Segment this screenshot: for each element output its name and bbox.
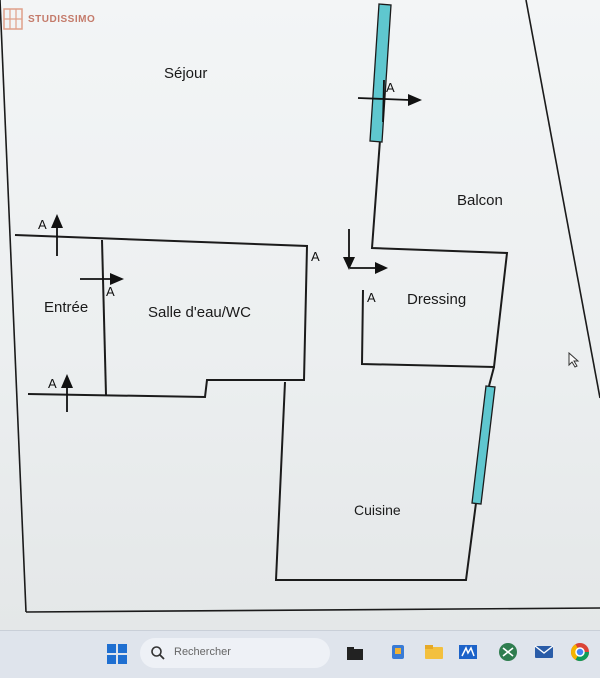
wall-entree-salle [14,234,309,399]
studissimo-logo: STUDISSIMO [3,8,95,30]
taskbar: Rechercher [0,630,600,678]
wall-entree-divider [101,239,107,396]
room-label-salle: Salle d'eau/WC [148,304,251,321]
room-label-cuisine: Cuisine [354,502,401,518]
arrow-entree-salle [80,273,124,285]
search-placeholder: Rechercher [174,646,231,658]
marker-a-salle-corner: A [311,249,320,264]
room-label-balcon: Balcon [457,192,503,209]
folder-icon[interactable] [424,643,444,661]
arrow-dressing [343,229,388,274]
outer-wall-right [525,0,600,399]
brand-name: STUDISSIMO [28,13,96,25]
taskbar-search[interactable]: Rechercher [140,638,330,668]
room-label-dressing: Dressing [407,291,467,308]
room-label-sejour: Séjour [164,65,208,82]
chrome-icon[interactable] [570,642,590,662]
arrow-entree-top [51,214,63,256]
marker-a-entree-bottom: A [48,376,57,391]
arrow-entree-bottom [61,374,73,412]
search-icon [151,646,165,660]
window-cuisine [471,385,496,505]
marker-a-entree-salle: A [106,284,115,299]
marker-a-top-window: A [386,80,395,95]
wall-sejour-dressing [360,139,509,369]
window-top [369,3,392,143]
file-explorer-icon[interactable] [346,645,364,661]
wall-cuisine [274,381,477,581]
mouse-cursor-icon [568,352,580,368]
mail-app-icon[interactable] [458,643,478,661]
outer-wall-left [0,0,27,613]
wall-cuisine-right-upper [488,366,495,387]
floor-plan [0,0,600,613]
email-icon[interactable] [534,643,554,661]
windows-start-icon[interactable] [106,643,128,665]
room-label-entree: Entrée [44,299,89,316]
screen-display: STUDISSIMO Séjour Balcon Entrée Salle d'… [0,0,600,630]
outer-wall-bottom [25,607,600,613]
xbox-icon[interactable] [498,642,518,662]
store-icon[interactable] [390,642,406,662]
logo-icon [3,8,23,30]
marker-a-entree-top: A [38,217,47,232]
arrow-top-window [357,79,422,123]
marker-a-dressing: A [367,290,376,305]
